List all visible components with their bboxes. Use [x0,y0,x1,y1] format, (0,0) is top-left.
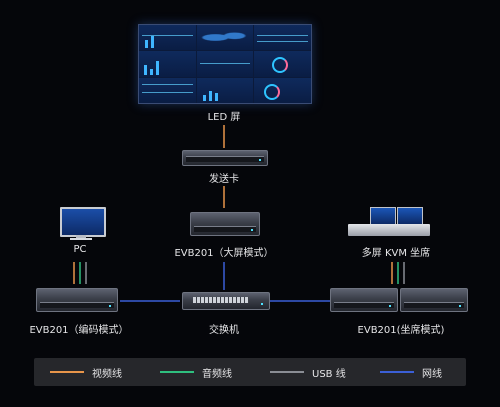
kvm-monitor-left [370,207,396,225]
evb-seat-label: EVB201(坐席模式) [357,325,445,336]
legend-item-video: 视频线 [50,358,122,386]
legend-swatch-usb [270,371,304,373]
legend-label-network: 网线 [422,368,442,380]
legend-label-video: 视频线 [92,368,122,380]
legend-item-usb: USB 线 [270,358,346,386]
legend-item-network: 网线 [380,358,442,386]
pc-label: PC [73,244,87,255]
legend-label-audio: 音频线 [202,368,232,380]
kvm-seat-label: 多屏 KVM 坐席 [361,248,431,259]
legend: 视频线 音频线 USB 线 网线 [34,358,466,386]
evb-encode-device [36,288,118,312]
switch-label: 交换机 [209,325,239,336]
switch-device [182,292,270,310]
sender-card-label: 发送卡 [209,174,239,185]
evb-encode-label: EVB201（编码模式） [29,325,129,336]
evb-seat-device-right [400,288,468,312]
evb-big-screen-label: EVB201（大屏模式） [174,248,274,259]
evb-big-screen-device [190,212,260,236]
legend-swatch-video [50,371,84,373]
evb-seat-device-left [330,288,398,312]
kvm-desk-image [348,224,430,236]
legend-item-audio: 音频线 [160,358,232,386]
pc-monitor-image [60,207,106,237]
legend-swatch-network [380,371,414,373]
led-screen-label: LED 屏 [207,112,241,123]
legend-label-usb: USB 线 [312,368,346,380]
sender-card-device [182,150,268,166]
legend-swatch-audio [160,371,194,373]
led-screen-image [138,24,312,104]
kvm-monitor-right [397,207,423,225]
